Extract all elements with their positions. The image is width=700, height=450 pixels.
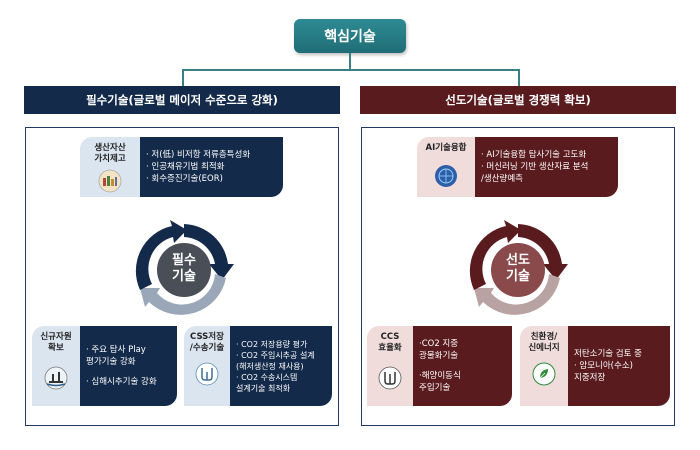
card-tag: 생산자산 가치제고 (80, 137, 140, 197)
card-tag: CSS저장 /수송기술 (184, 326, 230, 406)
header-essential-technology: 필수기술(글로벌 메이저 수준으로 강화) (24, 86, 340, 114)
center-label-line: 기술 (506, 269, 530, 284)
ai-globe-icon (435, 165, 457, 187)
cycle-center-disc (157, 243, 211, 297)
card-item: · CO2 주입시추공 설계 (236, 350, 315, 360)
card-body: · AI기술융합 탐사기술 고도화 · 머신러닝 기반 생산자료 분석 /생산량… (475, 137, 618, 197)
card-item: · AI기술융합 탐사기술 고도화 (481, 150, 587, 160)
card-item: 주입기술 (419, 383, 451, 393)
cycle-arc-left (469, 220, 521, 290)
green-energy-icon (532, 362, 556, 386)
card-item: /생산량예측 (481, 174, 523, 184)
card-item: · 주요 탐사 Play (86, 345, 146, 355)
card-tag-line: AI기술융합 (425, 143, 467, 153)
card-item: 지중저장 (574, 373, 606, 383)
cycle-leading (469, 220, 568, 315)
ccs-storage-icon (378, 366, 402, 390)
card-tag-line: 가치제고 (94, 154, 126, 164)
cycle-arc-top (518, 224, 568, 280)
card-tag-line: 친환경/ (530, 332, 558, 342)
oil-field-icon (98, 169, 122, 193)
card-item: 저탄소기술 검토 중 (574, 349, 642, 359)
root-label: 핵심기술 (324, 29, 376, 45)
card-item: · 회수증진기술(EOR) (146, 174, 223, 184)
card-item: 평가기술 강화 (86, 357, 136, 367)
connector-left-drop (182, 69, 184, 86)
card-body: 저탄소기술 검토 중 · 암모니아(수소) 지중저장 (568, 326, 670, 406)
cycle-arc-top (184, 224, 234, 280)
pipeline-icon (195, 362, 219, 386)
card-item: · 머신러닝 기반 생산자료 분석 (481, 162, 589, 172)
cycle-arc-bottom (474, 274, 560, 315)
card-item: (해저생산정 재사용) (236, 361, 304, 371)
card-css-storage: CSS저장 /수송기술 · CO2 저장용량 평가 · CO2 주입시추공 설계… (184, 326, 332, 406)
card-body: · 저(低) 비저항 저류층특성화 · 인공채유기법 최적화 · 회수증진기술(… (140, 137, 283, 197)
center-label-line: 필수 (172, 253, 196, 268)
center-label-line: 기술 (172, 269, 196, 284)
card-tag-line: 신에너지 (528, 343, 560, 353)
card-tag-line: 신규자원 (40, 332, 72, 342)
cycle-arc-bottom (140, 274, 226, 315)
card-body: ·CO2 지중 광물화기술 ·해양이동식 주입기술 (413, 326, 512, 406)
card-green-energy: 친환경/ 신에너지 저탄소기술 검토 중 · 암모니아(수소) 지중저장 (520, 326, 670, 406)
card-item: · 저(低) 비저항 저류층특성화 (146, 150, 251, 160)
card-ccs-efficiency: CCS 효율화 ·CO2 지중 광물화기술 ·해양이동식 주입기술 (367, 326, 512, 406)
cycle-essential (135, 220, 234, 315)
card-body: · CO2 저장용량 평가 · CO2 주입시추공 설계 (해저생산정 재사용)… (230, 326, 332, 406)
card-tag-line: 효율화 (378, 343, 402, 353)
card-tag: CCS 효율화 (367, 326, 413, 406)
card-tag-line: CSS저장 (190, 332, 224, 342)
card-item: · 암모니아(수소) (574, 361, 633, 371)
cycle-center-disc (491, 243, 545, 297)
connector-vertical (349, 53, 351, 69)
connector-horizontal (182, 69, 519, 71)
root-node-core-technology: 핵심기술 (294, 19, 406, 53)
card-item: · CO2 저장용량 평가 (236, 339, 308, 349)
card-tag-line: 생산자산 (94, 143, 126, 153)
center-label-leading: 선도 기술 (500, 253, 536, 285)
card-item: 광물화기술 (419, 351, 459, 361)
card-item: · CO2 수송시스템 (236, 372, 298, 382)
card-item: 설계기술 최적화 (236, 383, 291, 393)
card-item: ·해양이동식 (419, 371, 461, 381)
card-tag: 친환경/ 신에너지 (520, 326, 568, 406)
header-essential-label: 필수기술(글로벌 메이저 수준으로 강화) (86, 93, 278, 107)
card-tag-line: CCS (380, 332, 400, 342)
center-label-essential: 필수 기술 (166, 253, 202, 285)
offshore-platform-icon (44, 366, 68, 390)
card-item: · 인공채유기법 최적화 (146, 162, 225, 172)
card-tag: 신규자원 확보 (32, 326, 80, 406)
card-tag-line: 확보 (48, 343, 64, 353)
card-item: ·CO2 지중 (419, 339, 459, 349)
card-body: · 주요 탐사 Play 평가기술 강화 · 심해시추기술 강화 (80, 326, 177, 406)
header-leading-technology: 선도기술(글로벌 경쟁력 확보) (360, 86, 676, 114)
connector-right-drop (518, 69, 520, 86)
card-ai-fusion: AI기술융합 · AI기술융합 탐사기술 고도화 · 머신러닝 기반 생산자료 … (417, 137, 618, 197)
card-tag: AI기술융합 (417, 137, 475, 197)
header-leading-label: 선도기술(글로벌 경쟁력 확보) (445, 93, 591, 107)
card-production-asset: 생산자산 가치제고 · 저(低) 비저항 저류층특성화 · 인공채유기법 최적화… (80, 137, 283, 197)
center-label-line: 선도 (506, 253, 530, 268)
cycle-arc-left (135, 220, 187, 290)
card-tag-line: /수송기술 (189, 343, 225, 353)
card-item: · 심해시추기술 강화 (86, 377, 157, 387)
card-new-resources: 신규자원 확보 · 주요 탐사 Play 평가기술 강화 · 심해시추기술 강화 (32, 326, 177, 406)
